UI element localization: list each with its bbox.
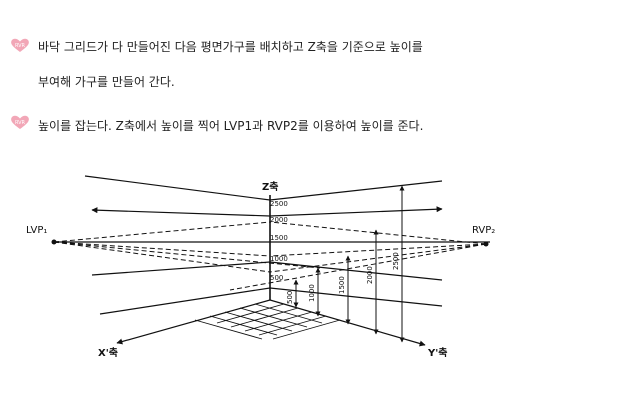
z-scale-label: 1500 bbox=[270, 234, 288, 242]
x-axis-label: X'축 bbox=[98, 346, 118, 359]
paragraph-2-line-1: 높이를 잡는다. Z축에서 높이를 찍어 LVP1과 RVP2를 이용하여 높이… bbox=[38, 119, 424, 133]
svg-text:RVR: RVR bbox=[15, 43, 26, 49]
z-scale-label: 2500 bbox=[270, 200, 288, 208]
ceiling-line-left bbox=[84, 175, 271, 201]
height-marker-label: 1500 bbox=[338, 276, 346, 294]
z-axis-label: Z축 bbox=[262, 180, 278, 193]
paragraph-1-line-1: 바닥 그리드가 다 만들어진 다음 평면가구를 배치하고 Z축을 기준으로 높이… bbox=[38, 40, 423, 54]
left-vp-label: LVP₁ bbox=[26, 225, 47, 236]
height-marker-label: 500 bbox=[286, 291, 294, 304]
z-scale-label: 1000 bbox=[270, 255, 288, 263]
floor-grid bbox=[194, 303, 341, 340]
left-vanishing-point bbox=[51, 239, 57, 245]
guide-line-right-2 bbox=[269, 261, 443, 281]
right-vanishing-point bbox=[483, 241, 489, 247]
svg-text:RVR: RVR bbox=[15, 120, 26, 126]
right-vp-label: RVP₂ bbox=[472, 225, 495, 236]
guide-line-left-1 bbox=[91, 207, 271, 217]
ceiling-line-right bbox=[269, 180, 443, 201]
z-scale-label: 500 bbox=[270, 274, 283, 282]
guide-line-left-2 bbox=[91, 261, 271, 276]
y-axis-label: Y'축 bbox=[427, 346, 448, 359]
guide-line-right-1 bbox=[269, 206, 443, 217]
height-markers bbox=[293, 185, 405, 343]
height-marker-label: 2000 bbox=[366, 266, 374, 284]
paragraph-1-line-2: 부여해 가구를 만들어 간다. bbox=[38, 75, 175, 89]
z-scale-labels: 2500 2000 1500 1000 500 bbox=[270, 200, 288, 282]
heart-bullet-icon: RVR bbox=[11, 38, 29, 52]
guide-line-left-3 bbox=[99, 287, 271, 315]
perspective-height-diagram: Z축 X'축 Y'축 LVP₁ RVP₂ 2500 2000 1500 1000… bbox=[26, 175, 495, 359]
z-scale-label: 2000 bbox=[270, 216, 288, 224]
height-marker-label: 2500 bbox=[392, 252, 400, 270]
guide-line-right-3 bbox=[269, 287, 443, 307]
height-marker-label: 1000 bbox=[308, 284, 316, 302]
x-prime-axis bbox=[116, 299, 271, 345]
heart-bullet-icon: RVR bbox=[11, 115, 29, 129]
height-marker-labels: 500 1000 1500 2000 2500 bbox=[286, 252, 400, 304]
